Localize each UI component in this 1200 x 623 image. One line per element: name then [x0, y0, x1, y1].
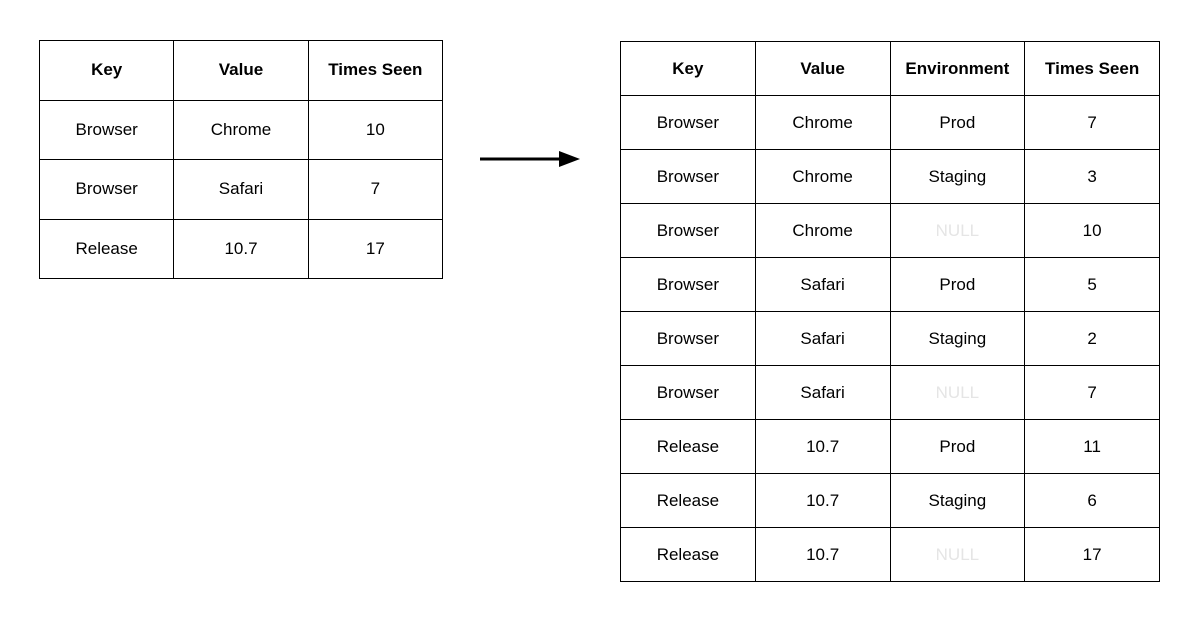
column-header: Times Seen: [307, 40, 444, 101]
table-cell: 10: [1024, 203, 1160, 258]
table-cell: NULL: [889, 527, 1026, 582]
column-header: Key: [620, 41, 756, 96]
table-cell: Release: [38, 218, 175, 279]
table-cell: NULL: [889, 203, 1026, 258]
table-cell: Browser: [620, 365, 756, 420]
arrow-right-icon: [475, 147, 585, 171]
table-cell: Browser: [620, 311, 756, 366]
table-cell: Safari: [173, 159, 309, 220]
table-cell: Safari: [754, 257, 891, 312]
table-cell: 11: [1024, 419, 1160, 474]
table-cell: 10.7: [754, 473, 891, 528]
column-header: Key: [38, 40, 175, 101]
table-cell: Browser: [38, 159, 175, 220]
table-cell: Release: [620, 473, 756, 528]
table-cell: 3: [1024, 149, 1160, 204]
table-cell: 6: [1024, 473, 1160, 528]
table-cell: NULL: [889, 365, 1026, 420]
table-cell: 7: [307, 159, 444, 220]
table-cell: Safari: [754, 311, 891, 366]
table-cell: Browser: [620, 203, 756, 258]
column-header: Value: [754, 41, 891, 96]
table-cell: Prod: [889, 419, 1026, 474]
table-cell: Release: [620, 419, 756, 474]
table-cell: Safari: [754, 365, 891, 420]
table-cell: Prod: [889, 257, 1026, 312]
table-cell: Staging: [889, 311, 1026, 366]
table-cell: 10.7: [754, 419, 891, 474]
table-cell: 10.7: [754, 527, 891, 582]
table-cell: 5: [1024, 257, 1160, 312]
table-cell: Browser: [620, 149, 756, 204]
table-cell: 7: [1024, 365, 1160, 420]
table-cell: 10: [307, 99, 444, 160]
table-cell: Prod: [889, 95, 1026, 150]
table-cell: Staging: [889, 149, 1026, 204]
table-cell: 10.7: [173, 218, 309, 279]
column-header: Times Seen: [1024, 41, 1160, 96]
table-cell: Chrome: [754, 149, 891, 204]
table-cell: Browser: [38, 99, 175, 160]
table-cell: 17: [1024, 527, 1160, 582]
column-header: Environment: [889, 41, 1026, 96]
table-cell: Chrome: [173, 99, 309, 160]
table-cell: Browser: [620, 95, 756, 150]
table-cell: 7: [1024, 95, 1160, 150]
table-cell: Release: [620, 527, 756, 582]
table-cell: 17: [307, 218, 444, 279]
column-header: Value: [173, 40, 309, 101]
table-cell: Chrome: [754, 203, 891, 258]
table-cell: Browser: [620, 257, 756, 312]
table-cell: Staging: [889, 473, 1026, 528]
table-cell: Chrome: [754, 95, 891, 150]
table-cell: 2: [1024, 311, 1160, 366]
